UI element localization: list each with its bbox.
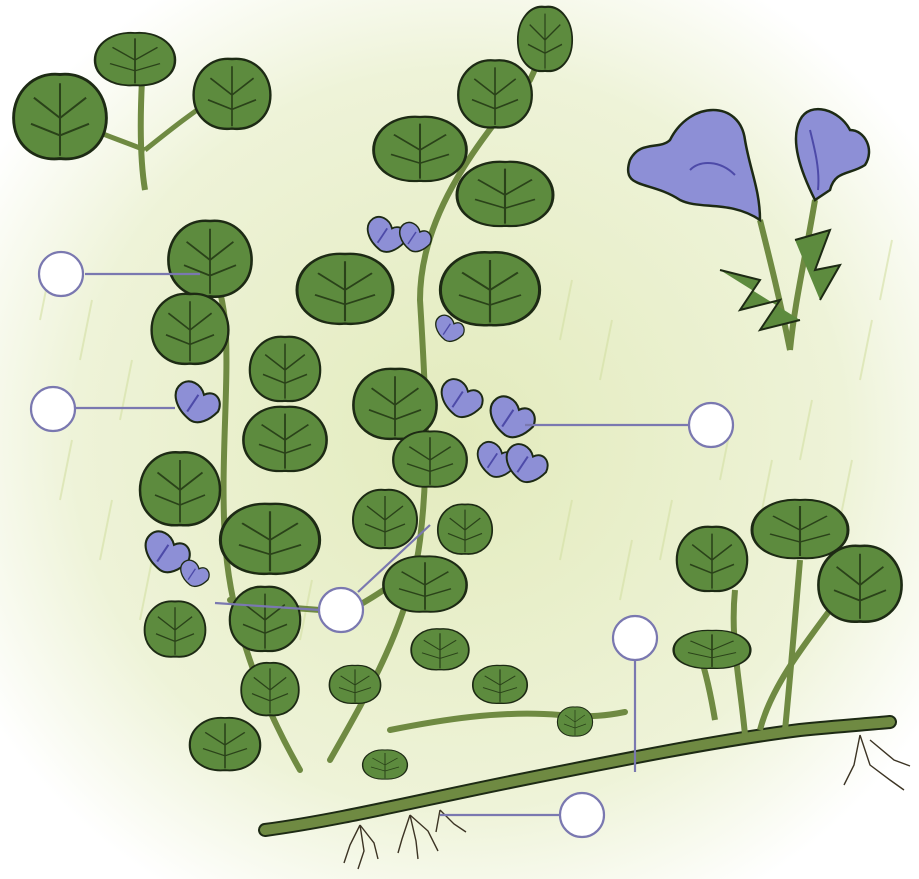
- callout-flower: [31, 387, 75, 431]
- callout-roots: [560, 793, 604, 837]
- callout-runner: [613, 616, 657, 660]
- callout-stem: [319, 588, 363, 632]
- callout-flower-cluster: [689, 403, 733, 447]
- callout-leaf: [39, 252, 83, 296]
